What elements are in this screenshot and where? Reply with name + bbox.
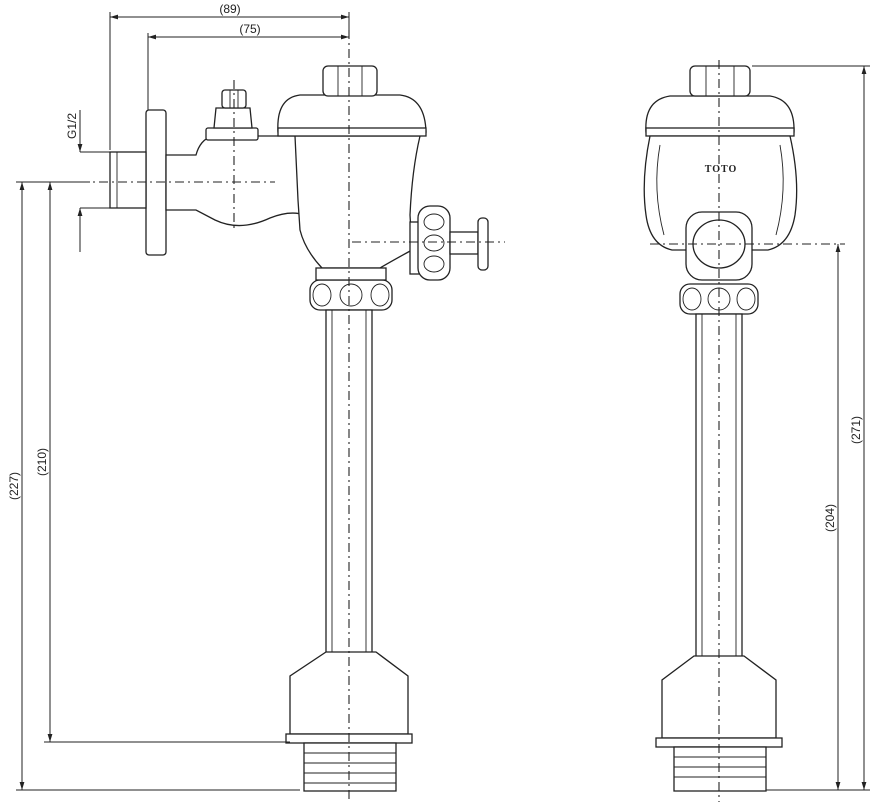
dimension-210: (210): [35, 182, 290, 743]
front-coupling-nut: [679, 283, 759, 315]
inlet-body: [165, 135, 306, 227]
dimension-label-thread: G1/2: [65, 113, 79, 139]
valve-body: [294, 135, 421, 269]
front-valve-cap: [645, 65, 795, 137]
dimension-label-271: (271): [849, 416, 863, 444]
brand-mark: TOTO: [705, 164, 738, 175]
dimension-204: (204): [823, 244, 841, 790]
dimension-label-204: (204): [823, 504, 837, 532]
dimension-thread: G1/2: [65, 110, 83, 252]
dimension-75: (75): [147, 22, 349, 110]
side-view: (89) (75) G1/2 (227) (210): [7, 2, 505, 800]
dimension-label-210: (210): [35, 448, 49, 476]
front-outlet-spud: [655, 655, 783, 792]
dimension-89: (89): [109, 2, 350, 150]
dimension-label-75: (75): [239, 22, 260, 36]
valve-cap: [277, 65, 427, 137]
coupling-nut: [309, 279, 393, 311]
dimension-227: (227): [7, 181, 300, 791]
bleed-cap: [205, 89, 259, 141]
dimension-271: (271): [752, 65, 870, 791]
inlet-nipple: [109, 151, 147, 209]
front-view: TOTO: [643, 60, 870, 802]
handle-assembly: [409, 205, 489, 281]
dimension-label-89: (89): [219, 2, 240, 16]
dimension-label-227: (227): [7, 472, 21, 500]
front-valve-body: [643, 135, 798, 251]
